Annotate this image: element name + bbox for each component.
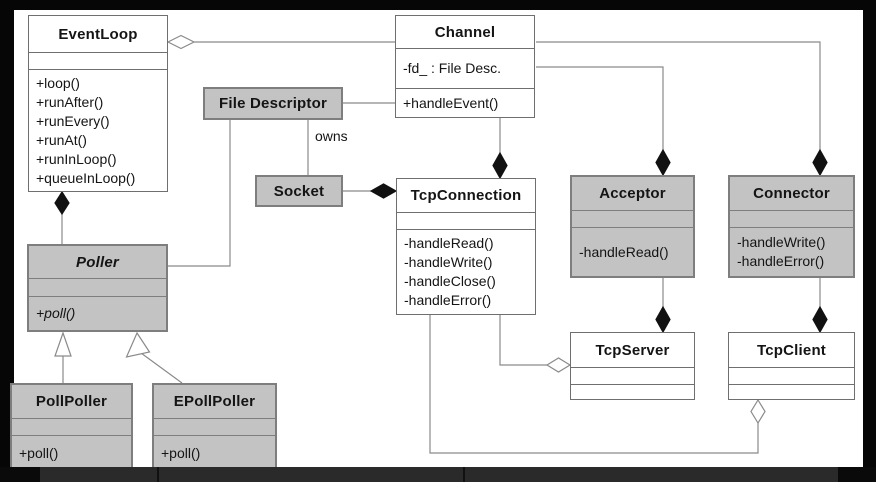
composition-diamond-icon — [812, 305, 828, 334]
bottom-bar-divider — [463, 467, 465, 482]
method: +runAt() — [36, 131, 87, 148]
method: -handleError() — [737, 253, 825, 269]
inheritance-triangle-icon — [125, 331, 151, 358]
composition-diamond-icon — [369, 183, 398, 199]
composition-line-channel-acceptor — [536, 66, 664, 150]
owns-relationship-label: owns — [315, 128, 348, 144]
class-channel: Channel -fd_ : File Desc. +handleEvent() — [395, 15, 535, 118]
composition-diamond-icon — [54, 190, 70, 216]
class-title: Poller — [29, 246, 166, 279]
method: +poll() — [36, 305, 76, 321]
inheritance-line-epollpoller-poller — [140, 352, 183, 384]
methods-section: +handleEvent() — [396, 89, 534, 117]
methods-section: -handleRead() — [572, 228, 693, 276]
methods-section: +poll() — [12, 436, 131, 470]
attributes-section — [729, 368, 854, 385]
methods-section: -handleWrite() -handleError() — [730, 228, 853, 276]
methods-section: +loop() +runAfter() +runEvery() +runAt()… — [29, 70, 167, 191]
aggregation-diamond-icon — [750, 398, 766, 425]
methods-section: -handleRead() -handleWrite() -handleClos… — [397, 230, 535, 314]
attributes-section — [730, 211, 853, 228]
class-epollpoller: EPollPoller +poll() — [152, 383, 277, 472]
class-file-descriptor: File Descriptor — [203, 87, 343, 120]
method: +runInLoop() — [36, 150, 117, 167]
class-connector: Connector -handleWrite() -handleError() — [728, 175, 855, 278]
method: +runEvery() — [36, 112, 110, 129]
method: -handleWrite() — [404, 254, 493, 270]
class-eventloop: EventLoop +loop() +runAfter() +runEvery(… — [28, 15, 168, 192]
methods-section — [571, 385, 694, 399]
class-title: Connector — [730, 177, 853, 211]
bottom-bar-segment — [0, 467, 40, 482]
methods-section: +poll() — [154, 436, 275, 470]
bottom-bar-divider — [157, 467, 159, 482]
class-title: Acceptor — [572, 177, 693, 211]
class-socket: Socket — [255, 175, 343, 207]
composition-diamond-icon — [812, 148, 828, 177]
methods-section: +poll() — [29, 297, 166, 330]
class-acceptor: Acceptor -handleRead() — [570, 175, 695, 278]
bottom-bar-segment — [838, 467, 876, 482]
composition-diamond-icon — [492, 151, 508, 180]
class-title: Socket — [273, 182, 325, 200]
class-title: TcpClient — [729, 333, 854, 368]
class-tcpclient: TcpClient — [728, 332, 855, 400]
class-title: Channel — [396, 16, 534, 49]
attributes-section: -fd_ : File Desc. — [396, 49, 534, 89]
method: -handleWrite() — [737, 234, 826, 250]
method: +poll() — [161, 444, 201, 461]
class-title: TcpServer — [571, 333, 694, 368]
attributes-section — [572, 211, 693, 228]
class-title: File Descriptor — [218, 95, 328, 112]
attributes-section — [29, 53, 167, 70]
class-title: EventLoop — [29, 16, 167, 53]
class-title: TcpConnection — [397, 179, 535, 213]
aggregation-diamond-icon — [166, 34, 196, 50]
method: +handleEvent() — [403, 94, 499, 111]
method: -handleClose() — [404, 273, 496, 289]
class-title: EPollPoller — [154, 385, 275, 419]
composition-line-channel-connector — [536, 41, 821, 150]
attributes-section — [571, 368, 694, 385]
attributes-section — [154, 419, 275, 436]
aggregation-diamond-icon — [545, 357, 572, 373]
attributes-section — [29, 279, 166, 297]
method: +runAfter() — [36, 93, 104, 110]
method: -handleError() — [404, 292, 492, 308]
method: -handleRead() — [579, 243, 669, 260]
attribute: -fd_ : File Desc. — [403, 60, 502, 76]
aggregation-line-tcpconnection-tcpserver — [499, 315, 547, 366]
method: -handleRead() — [404, 235, 494, 251]
methods-section — [729, 385, 854, 399]
class-pollpoller: PollPoller +poll() — [10, 383, 133, 472]
composition-diamond-icon — [655, 148, 671, 177]
inheritance-triangle-icon — [54, 331, 72, 357]
aggregation-line-tcpconnection-tcpclient — [429, 315, 759, 454]
class-tcpconnection: TcpConnection -handleRead() -handleWrite… — [396, 178, 536, 315]
method: +loop() — [36, 74, 80, 91]
method: +queueInLoop() — [36, 169, 136, 186]
class-tcpserver: TcpServer — [570, 332, 695, 400]
method: +poll() — [19, 444, 59, 461]
association-line-filedescriptor-poller — [168, 120, 231, 267]
attributes-section — [12, 419, 131, 436]
class-title: PollPoller — [12, 385, 131, 419]
composition-diamond-icon — [655, 305, 671, 334]
class-poller: Poller +poll() — [27, 244, 168, 332]
attributes-section — [397, 213, 535, 230]
bottom-window-bar — [0, 467, 876, 482]
